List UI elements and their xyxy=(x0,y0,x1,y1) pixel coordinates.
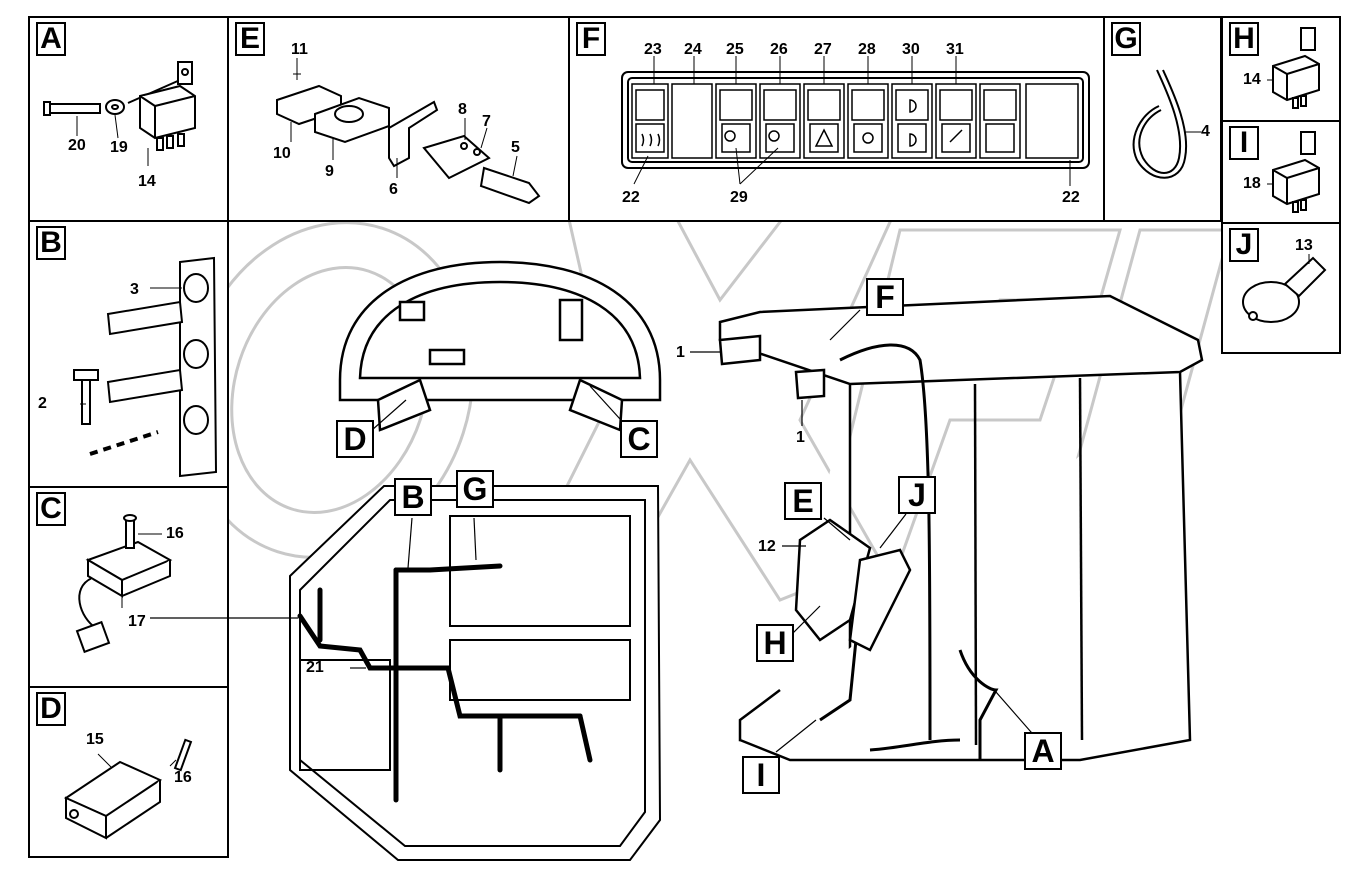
part-number-1-lower: 1 xyxy=(796,429,805,446)
panel-h: H 14 xyxy=(1221,16,1341,122)
panel-i-label: I xyxy=(1229,126,1259,160)
part-number-20: 20 xyxy=(68,137,86,154)
panel-c-label: C xyxy=(36,492,66,526)
switch-number-25: 25 xyxy=(726,41,744,58)
switch-number-26: 26 xyxy=(770,41,788,58)
part-number-18: 18 xyxy=(1243,175,1261,192)
panel-a-label: A xyxy=(36,22,66,56)
part-number-7: 7 xyxy=(482,113,491,130)
callout-a: A xyxy=(1024,732,1062,770)
sensor-module-illustration xyxy=(75,514,173,654)
part-number-6: 6 xyxy=(389,181,398,198)
panel-e: E 11 10 9 6 8 7 5 xyxy=(227,16,570,222)
part-number-10: 10 xyxy=(273,145,291,162)
part-number-21: 21 xyxy=(306,659,324,676)
callout-d: D xyxy=(336,420,374,458)
part-number-12: 12 xyxy=(758,538,776,555)
panel-d-label: D xyxy=(36,692,66,726)
switch-panel-illustration xyxy=(621,56,1090,186)
control-unit-illustration xyxy=(63,738,193,840)
callout-e: E xyxy=(784,482,822,520)
part-number-16-d: 16 xyxy=(174,769,192,786)
panel-f-label: F xyxy=(576,22,606,56)
part-number-9: 9 xyxy=(325,163,334,180)
part-number-5: 5 xyxy=(511,139,520,156)
panel-g-label: G xyxy=(1111,22,1141,56)
relay-illustration-i xyxy=(1267,131,1320,213)
part-number-11: 11 xyxy=(291,41,308,58)
panel-a: A 20 19 14 xyxy=(28,16,229,222)
ignition-switch-illustration xyxy=(1242,254,1327,323)
part-number-16-c: 16 xyxy=(166,525,184,542)
part-number-19: 19 xyxy=(110,139,128,156)
panel-e-label: E xyxy=(235,22,265,56)
switch-number-28: 28 xyxy=(858,41,876,58)
callout-c: C xyxy=(620,420,658,458)
switch-number-27: 27 xyxy=(814,41,832,58)
bracket-switch-illustration xyxy=(276,58,541,205)
cable-tie-illustration xyxy=(1132,69,1201,179)
part-number-8: 8 xyxy=(458,101,467,118)
switch-number-29: 29 xyxy=(730,189,748,206)
relay-bolt-washer-illustration xyxy=(43,61,196,166)
part-number-14-h: 14 xyxy=(1243,71,1261,88)
callout-i: I xyxy=(742,756,780,794)
part-number-4: 4 xyxy=(1201,123,1210,140)
panel-j-label: J xyxy=(1229,228,1259,262)
bracket-strip-illustration xyxy=(73,256,218,478)
switch-number-31: 31 xyxy=(946,41,964,58)
switch-number-22-right: 22 xyxy=(1062,189,1080,206)
relay-illustration xyxy=(1267,27,1320,109)
panel-h-label: H xyxy=(1229,22,1259,56)
switch-number-22-left: 22 xyxy=(622,189,640,206)
panel-b-label: B xyxy=(36,226,66,260)
part-number-14: 14 xyxy=(138,173,156,190)
switch-number-23: 23 xyxy=(644,41,662,58)
panel-j: J 13 xyxy=(1221,222,1341,354)
part-number-2: 2 xyxy=(38,395,47,412)
panel-i: I 18 xyxy=(1221,120,1341,224)
callout-f: F xyxy=(866,278,904,316)
part-number-1-upper: 1 xyxy=(676,344,685,361)
callout-h: H xyxy=(756,624,794,662)
callout-j: J xyxy=(898,476,936,514)
switch-number-24: 24 xyxy=(684,41,702,58)
callout-g: G xyxy=(456,470,494,508)
switch-number-30: 30 xyxy=(902,41,920,58)
part-number-3: 3 xyxy=(130,281,139,298)
panel-d: D 15 16 xyxy=(28,686,229,858)
part-number-15: 15 xyxy=(86,731,104,748)
panel-f: F xyxy=(568,16,1105,222)
part-number-13: 13 xyxy=(1295,237,1313,254)
panel-c: C 16 17 xyxy=(28,486,229,688)
part-number-17: 17 xyxy=(128,613,146,630)
callout-b: B xyxy=(394,478,432,516)
